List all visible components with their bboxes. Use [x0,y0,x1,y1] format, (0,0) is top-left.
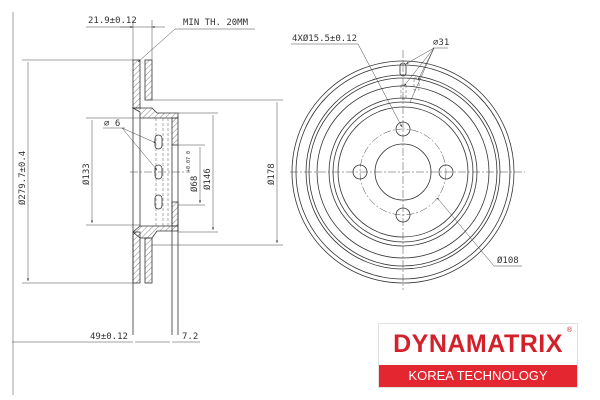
d68-dim: Ø68 [189,176,200,192]
d133-dim: Ø133 [81,163,92,185]
hat-thickness-dim: 7.2 [182,332,198,342]
bolt-holes-dim: 4XØ15.5±0.12 [292,33,357,44]
dynamatrix-logo: DYNAMATRIX ® KOREA TECHNOLOGY [378,323,578,388]
section-view: 21.9±0.12 MIN TH. 20MM Ø279.7±0.4 ⌀ 6 Ø1… [12,12,283,395]
d178-dim: Ø178 [266,163,277,185]
front-view: 4XØ15.5±0.12 ⌀31 Ø108 [290,33,525,290]
height-dim: 49±0.12 [90,332,128,342]
min-thickness-note: MIN TH. 20MM [183,18,249,28]
registered-mark: ® [566,327,572,334]
thickness-dim: 21.9±0.12 [88,16,137,26]
d146-dim: Ø146 [202,168,213,190]
d68-tolerance: +0.07 0 [186,151,192,172]
logo-brand: DYNAMATRIX [393,330,563,358]
pcd-dim: Ø108 [497,255,519,266]
logo-tagline: KOREA TECHNOLOGY [379,365,577,387]
slot-dim: ⌀31 [433,38,449,48]
outer-diameter-dim: Ø279.7±0.4 [17,151,28,205]
vent-hole-dim: ⌀ 6 [104,119,120,129]
